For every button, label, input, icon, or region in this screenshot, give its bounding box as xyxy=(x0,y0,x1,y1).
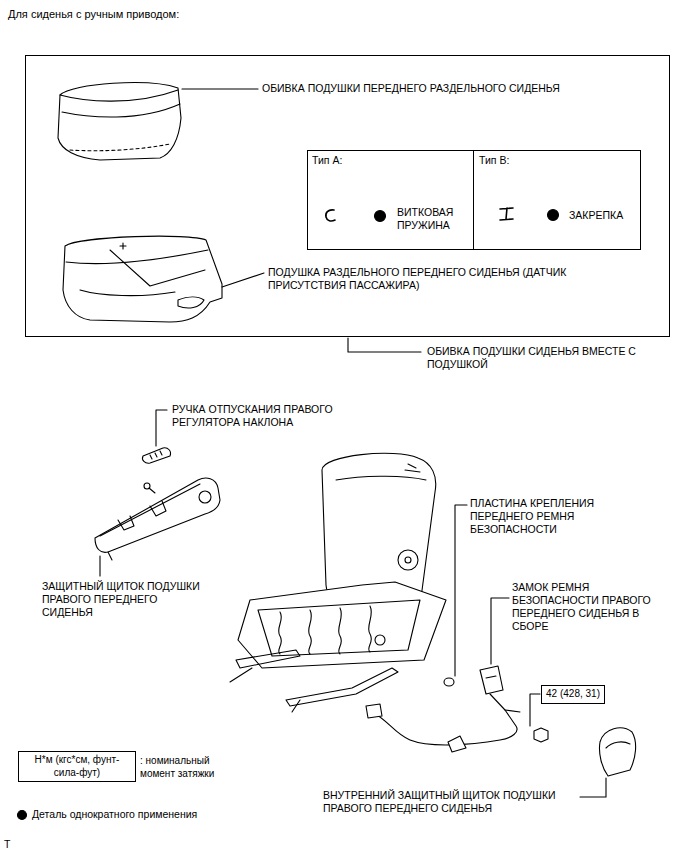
nut xyxy=(534,728,548,742)
illustration-stroke xyxy=(366,704,382,718)
leader-line xyxy=(99,556,100,576)
illustration-stroke xyxy=(398,550,418,570)
illustration-stroke xyxy=(62,104,180,117)
anchor-plate xyxy=(444,678,454,686)
illustration-stroke xyxy=(230,668,300,712)
part-label: ПОДУШКА РАЗДЕЛЬНОГО ПЕРЕДНЕГО СИДЕНЬЯ (Д… xyxy=(268,266,570,292)
part-label: ЗАЩИТНЫЙ ЩИТОК ПОДУШКИ ПРАВОГО ПЕРЕДНЕГО… xyxy=(42,580,207,619)
illustration-stroke xyxy=(142,448,170,463)
type-cell: Тип A: ВИТКОВАЯ ПРУЖИНА xyxy=(307,150,474,250)
illustration-stroke xyxy=(486,676,496,678)
clip-symbol xyxy=(500,208,513,220)
torque-unit-box: Н*м (кгс*см, фунт-сила-фут) xyxy=(18,751,136,782)
illustration-stroke xyxy=(236,650,300,668)
leader-line xyxy=(530,694,540,726)
illustration-stroke xyxy=(110,250,205,286)
one-time-part-dot xyxy=(548,210,559,221)
page-title: Для сиденья с ручным приводом: xyxy=(8,8,179,22)
illustration-stroke xyxy=(405,557,411,563)
illustration-stroke xyxy=(63,236,222,322)
illustration-stroke xyxy=(120,243,126,249)
illustration-stroke xyxy=(372,694,517,745)
illustration-stroke xyxy=(286,668,398,706)
illustration-stroke xyxy=(150,451,162,459)
illustration-stroke xyxy=(279,606,372,654)
illustration-stroke xyxy=(60,90,178,101)
type-cell: Тип B: ЗАКРЕПКА xyxy=(473,150,641,250)
illustration-stroke xyxy=(480,666,503,694)
screw xyxy=(144,483,155,493)
one-time-part-dot xyxy=(375,211,386,222)
leader-line xyxy=(348,338,421,352)
illustration-stroke xyxy=(178,297,204,308)
illustration-stroke xyxy=(336,476,426,480)
illustration-stroke xyxy=(149,488,155,493)
inner-shield xyxy=(599,728,635,776)
illustration-stroke xyxy=(70,144,170,151)
part-label: ОБИВКА ПОДУШКИ ПЕРЕДНЕГО РАЗДЕЛЬНОГО СИД… xyxy=(262,82,560,95)
part-label: ВНУТРЕННИЙ ЗАЩИТНЫЙ ЩИТОК ПОДУШКИ ПРАВОГ… xyxy=(323,789,575,815)
node-body-text: ВИТКОВАЯ ПРУЖИНА xyxy=(397,206,473,232)
illustration-stroke xyxy=(199,491,211,503)
node-text: ОБИВКА ПОДУШКИ СИДЕНЬЯ ВМЕСТЕ С ПОДУШКОЙ xyxy=(427,345,659,371)
node-text: Тип A: xyxy=(312,154,342,167)
legend-dot xyxy=(18,811,27,820)
part-label: ПЛАСТИНА КРЕПЛЕНИЯ ПЕРЕДНЕГО РЕМНЯ БЕЗОП… xyxy=(470,497,615,536)
illustration-stroke xyxy=(606,742,630,748)
illustration-stroke xyxy=(505,710,520,712)
illustration-stroke xyxy=(95,478,220,552)
leader-line xyxy=(491,598,509,664)
coil-spring-symbol xyxy=(326,210,335,221)
illustration-stroke xyxy=(258,600,420,656)
part-label: РУЧКА ОТПУСКАНИЯ ПРАВОГО РЕГУЛЯТОРА НАКЛ… xyxy=(172,403,372,429)
leader-line xyxy=(222,273,264,287)
leader-line xyxy=(455,505,467,676)
leader-line xyxy=(580,778,606,797)
node-text: Тип B: xyxy=(479,154,509,167)
seat-assembly xyxy=(230,453,446,712)
group-frame: ОБИВКА ПОДУШКИ СИДЕНЬЯ ВМЕСТЕ С ПОДУШКОЙ… xyxy=(25,55,670,337)
illustration-stroke xyxy=(66,250,208,264)
illustration-stroke xyxy=(80,290,175,296)
illustration-stroke xyxy=(448,736,466,752)
illustration-stroke xyxy=(58,83,181,160)
illustration-stroke xyxy=(118,501,166,530)
illustration-stroke xyxy=(599,728,635,776)
seat-belt-buckle xyxy=(366,666,520,752)
part-label: T xyxy=(4,838,10,851)
leader-line xyxy=(156,410,167,446)
torque-box: 42 (428, 31) xyxy=(541,685,605,704)
node-body-text: ЗАКРЕПКА xyxy=(569,209,639,222)
illustration-stroke xyxy=(108,552,112,560)
release-handle xyxy=(142,448,170,463)
legend-text: Деталь однократного применения xyxy=(32,808,197,821)
part-label: : номинальный момент затяжки xyxy=(140,755,244,780)
node-text: 42 (428, 31) xyxy=(546,688,600,701)
illustration-stroke xyxy=(100,484,200,536)
illustration-stroke xyxy=(238,582,446,668)
illustration-stroke xyxy=(375,635,385,645)
node-text: Н*м (кгс*см, фунт-сила-фут) xyxy=(29,754,125,779)
cushion-pad xyxy=(63,236,222,322)
part-label: ЗАМОК РЕМНЯ БЕЗОПАСНОСТИ ПРАВОГО ПЕРЕДНЕ… xyxy=(512,581,664,634)
leader-line xyxy=(182,88,258,89)
cushion-cover xyxy=(58,83,181,160)
illustration-stroke xyxy=(405,464,420,472)
cushion-shield xyxy=(95,478,220,560)
